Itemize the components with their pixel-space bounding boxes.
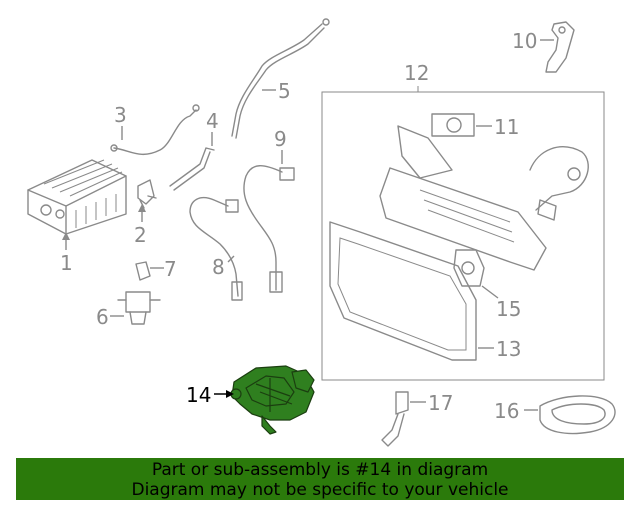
callout-14-label[interactable]: 14	[186, 383, 211, 407]
callout-16-label[interactable]: 16	[494, 399, 519, 423]
callout-5-label[interactable]: 5	[278, 79, 291, 103]
callout-4-label[interactable]: 4	[206, 109, 219, 133]
part-17-sensor[interactable]	[381, 391, 409, 447]
callout-11-label[interactable]: 11	[494, 115, 519, 139]
part-12-egr-cooler[interactable]	[379, 125, 589, 271]
part-8-sensor[interactable]	[189, 196, 243, 301]
callout-12-label[interactable]: 12	[404, 61, 429, 85]
banner-line-1: Part or sub-assembly is #14 in diagram	[151, 460, 489, 480]
callout-1-label[interactable]: 1	[60, 251, 73, 275]
part-9-sensor[interactable]	[243, 165, 295, 293]
part-11-gasket[interactable]	[431, 113, 475, 137]
callout-7-label[interactable]: 7	[164, 257, 177, 281]
callout-3-label[interactable]: 3	[114, 103, 127, 127]
part-1-canister[interactable]	[27, 159, 127, 235]
part-5-tube[interactable]	[231, 18, 330, 139]
part-4-hose[interactable]	[169, 147, 215, 191]
part-10-pipe[interactable]	[545, 21, 575, 73]
callout-17-label[interactable]: 17	[428, 391, 453, 415]
part-2-valve[interactable]	[137, 179, 157, 209]
part-16-hose[interactable]	[539, 395, 616, 435]
part-13-gasket[interactable]	[329, 221, 477, 361]
assembly-12-outline	[321, 91, 605, 381]
banner-line-2: Diagram may not be specific to your vehi…	[131, 480, 509, 500]
callout-8-label[interactable]: 8	[212, 255, 225, 279]
callout-2-label[interactable]: 2	[134, 223, 147, 247]
part-14-egr-valve[interactable]	[230, 365, 315, 435]
callout-9-label[interactable]: 9	[274, 127, 287, 151]
notice-banner: Part or sub-assembly is #14 in diagram D…	[16, 458, 624, 500]
callout-10-label[interactable]: 10	[512, 29, 537, 53]
part-6-solenoid[interactable]	[117, 291, 161, 325]
part-7-bracket[interactable]	[135, 261, 151, 281]
callout-6-label[interactable]: 6	[96, 305, 109, 329]
part-3-hose[interactable]	[110, 104, 200, 155]
callout-15-label[interactable]: 15	[496, 297, 521, 321]
callout-13-label[interactable]: 13	[496, 337, 521, 361]
part-15-gasket[interactable]	[453, 249, 485, 287]
